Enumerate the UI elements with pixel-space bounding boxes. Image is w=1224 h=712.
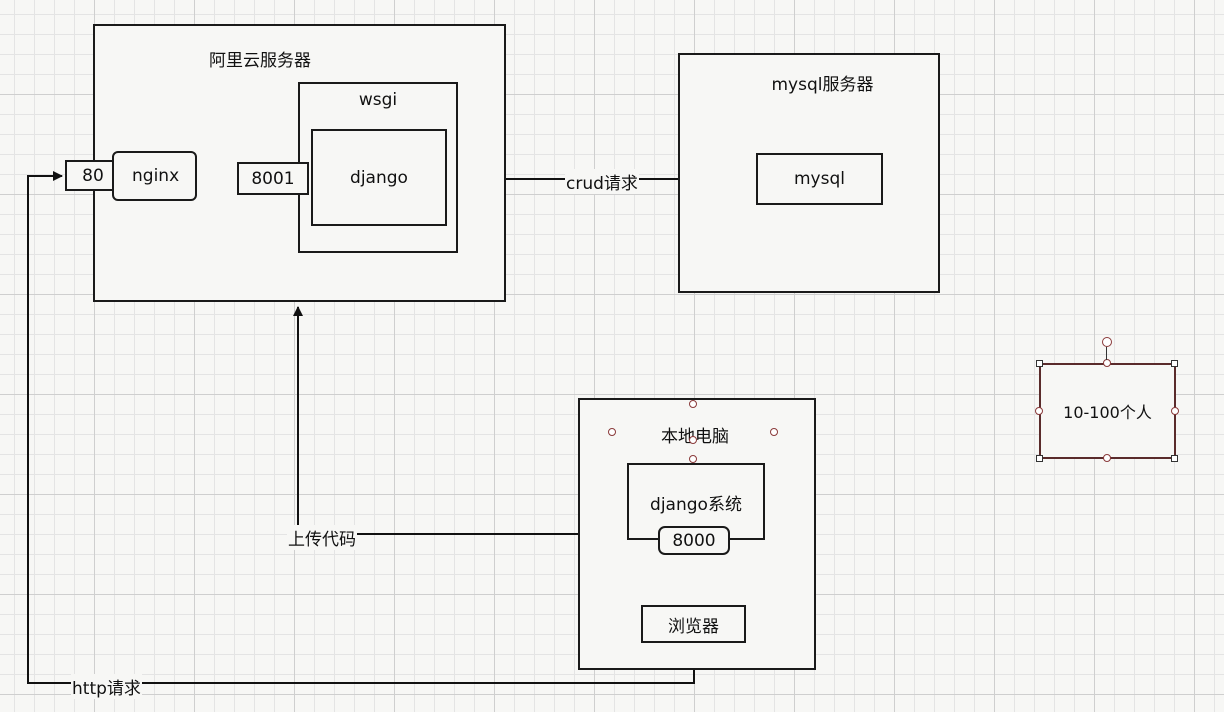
selection-handle[interactable]	[770, 428, 778, 436]
resize-handle[interactable]	[1036, 455, 1043, 462]
mysql-server-title: mysql服务器	[771, 75, 874, 95]
nginx-box[interactable]: nginx	[112, 151, 197, 201]
django-system-label: django系统	[650, 495, 742, 515]
resize-handle[interactable]	[1171, 407, 1179, 415]
edge-label-http: http请求	[71, 674, 142, 699]
resize-handle[interactable]	[1035, 407, 1043, 415]
port-8001-box[interactable]: 8001	[237, 162, 309, 195]
edge-label-crud: crud请求	[565, 169, 639, 194]
port-8000-box[interactable]: 8000	[658, 526, 730, 555]
edge-upload-code	[293, 306, 578, 535]
selection-handle[interactable]	[689, 436, 697, 444]
mysql-box[interactable]: mysql	[756, 153, 883, 205]
selection-handle[interactable]	[608, 428, 616, 436]
selection-handle[interactable]	[689, 455, 697, 463]
resize-handle[interactable]	[1171, 360, 1178, 367]
selection-handle[interactable]	[689, 400, 697, 408]
wsgi-title: wsgi	[358, 90, 398, 110]
port-80-box[interactable]: 80	[65, 160, 121, 191]
browser-box[interactable]: 浏览器	[641, 605, 746, 643]
rotate-handle[interactable]	[1102, 337, 1112, 347]
resize-handle[interactable]	[1103, 359, 1111, 367]
resize-handle[interactable]	[1103, 454, 1111, 462]
selected-user-count-box[interactable]: 10-100个人	[1039, 363, 1176, 459]
resize-handle[interactable]	[1036, 360, 1043, 367]
resize-handle[interactable]	[1171, 455, 1178, 462]
edge-label-upload: 上传代码	[287, 525, 357, 550]
rotate-handle-stem	[1106, 347, 1107, 360]
aliyun-server-title: 阿里云服务器	[209, 51, 311, 71]
django-box[interactable]: django	[311, 129, 447, 226]
